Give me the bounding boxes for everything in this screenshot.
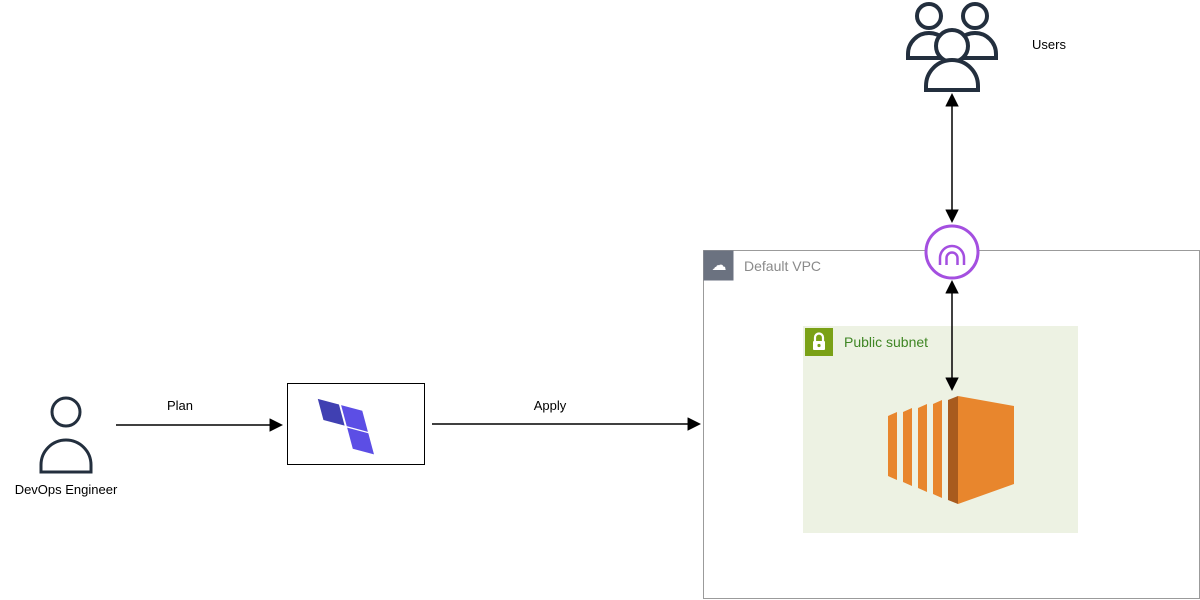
vpc-badge [703,250,734,281]
terraform-node [287,383,425,465]
ec2-slat [918,404,927,492]
cloud-icon: ☁ [711,257,727,274]
ec2-slat [903,408,912,486]
ec2-body-edge [948,396,958,504]
devops-engineer-label: DevOps Engineer [14,482,118,497]
internet-gateway-circle-icon [924,224,980,280]
lock-icon [805,328,833,356]
person-outline-icon [39,396,93,474]
ec2-slat [888,412,897,480]
ec2-instance-icon [888,396,1014,504]
apply-edge-label: Apply [533,398,567,413]
ec2-body [958,396,1014,504]
ec2-slat [933,400,942,498]
user-group-icon [906,2,998,92]
default-vpc-label: Default VPC [744,258,822,274]
terraform-logo-icon [317,398,374,455]
plan-edge-label: Plan [166,398,194,413]
users-label: Users [1032,37,1066,52]
public-subnet-label: Public subnet [844,334,929,350]
